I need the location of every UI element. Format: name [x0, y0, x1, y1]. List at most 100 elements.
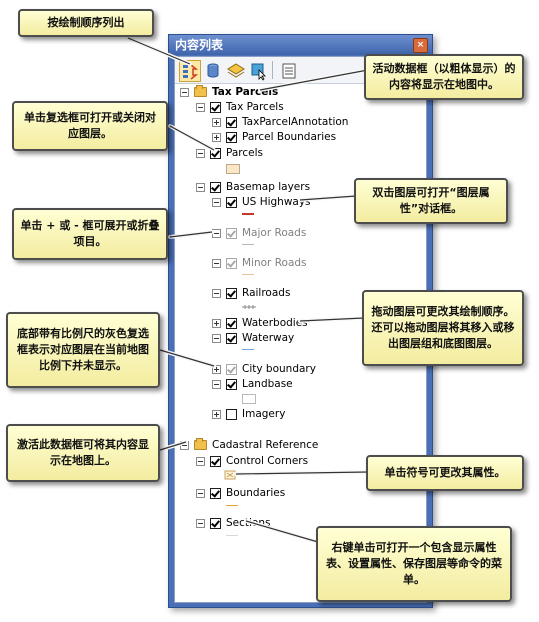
layer-checkbox[interactable] [226, 131, 237, 143]
tree-row-label: Tax Parcels [212, 86, 279, 98]
callout-expand-collapse: 单击 + 或 - 框可展开或折叠项目。 [12, 208, 168, 260]
list-by-visibility-icon[interactable] [225, 60, 247, 82]
tree-row-label: Sections [226, 517, 271, 529]
callout-activate-frame: 激活此数据框可将其内容显示在地图上。 [6, 424, 160, 482]
layer-checkbox[interactable] [210, 181, 221, 193]
layer-checkbox[interactable] [210, 487, 221, 499]
layer-checkbox[interactable] [226, 378, 237, 390]
layer-checkbox[interactable] [226, 317, 237, 329]
tree-row-sections[interactable]: Sections [196, 516, 270, 530]
tree-row-city-boundary[interactable]: City boundary [212, 362, 316, 376]
layer-checkbox[interactable] [210, 101, 221, 113]
layer-checkbox[interactable] [226, 287, 237, 299]
layer-checkbox[interactable] [210, 147, 221, 159]
us-highways-symbol-icon[interactable] [242, 213, 254, 215]
tree-row-waterway[interactable]: Waterway [212, 331, 294, 345]
callout-right-click: 右键单击可打开一个包含显示属性表、设置属性、保存图层等命令的菜单。 [316, 526, 512, 602]
collapse-icon[interactable] [180, 440, 189, 450]
tree-row-label: Minor Roads [242, 257, 307, 269]
tree-row-waterbodies[interactable]: Waterbodies [212, 316, 308, 330]
toc-titlebar[interactable]: 内容列表 × [169, 35, 432, 55]
control-corners-symbol-icon[interactable] [224, 470, 236, 483]
tree-row-control-corners[interactable]: Control Corners [196, 454, 308, 468]
expand-icon[interactable] [212, 364, 221, 374]
tree-row-boundaries[interactable]: Boundaries [196, 486, 285, 500]
layer-checkbox[interactable] [226, 408, 237, 420]
sections-symbol-icon[interactable] [226, 535, 238, 536]
major-roads-symbol-icon[interactable] [242, 244, 254, 245]
expand-icon[interactable] [212, 409, 221, 419]
expand-icon[interactable] [212, 132, 221, 142]
tree-row-imagery[interactable]: Imagery [212, 407, 285, 421]
collapse-icon[interactable] [212, 197, 221, 207]
toolbar-separator [272, 61, 273, 79]
collapse-icon[interactable] [196, 488, 205, 498]
collapse-icon[interactable] [196, 102, 205, 112]
callout-checkbox: 单击复选框可打开或关闭对应图层。 [12, 101, 168, 151]
tree-row-label: Tax Parcels [226, 101, 284, 113]
tree-row-frame-cadastral-reference[interactable]: Cadastral Reference [180, 438, 318, 452]
callout-active-frame: 活动数据框（以粗体显示）的内容将显示在地图中。 [364, 54, 524, 100]
collapse-icon[interactable] [212, 228, 221, 238]
list-by-source-icon[interactable] [202, 60, 224, 82]
tree-row-label: Basemap layers [226, 181, 311, 193]
tree-row-taxparcelannotation[interactable]: TaxParcelAnnotation [212, 115, 348, 129]
layer-checkbox-out-of-scale[interactable] [226, 363, 237, 375]
options-icon[interactable] [278, 60, 300, 82]
layer-checkbox[interactable] [226, 332, 237, 344]
tree-row-landbase[interactable]: Landbase [212, 377, 293, 391]
tree-row-parcel-boundaries[interactable]: Parcel Boundaries [212, 130, 336, 144]
tree-row-label: Control Corners [226, 455, 309, 467]
tree-row-label: City boundary [242, 363, 316, 375]
layer-checkbox[interactable] [226, 196, 237, 208]
list-by-selection-icon[interactable] [248, 60, 270, 82]
list-by-drawing-order-icon[interactable] [179, 60, 201, 82]
close-icon[interactable]: × [413, 38, 428, 53]
tree-row-label: US Highways [242, 196, 311, 208]
tree-row-label: Railroads [242, 287, 291, 299]
toc-title: 内容列表 [175, 38, 224, 52]
tree-row-major-roads[interactable]: Major Roads [212, 226, 306, 240]
layer-checkbox-out-of-scale[interactable] [226, 257, 237, 269]
tree-row-basemap-layers[interactable]: Basemap layers [196, 180, 310, 194]
collapse-icon[interactable] [196, 456, 205, 466]
expand-icon[interactable] [212, 117, 221, 127]
minor-roads-symbol-icon[interactable] [242, 274, 254, 275]
collapse-icon[interactable] [212, 379, 221, 389]
collapse-icon[interactable] [212, 258, 221, 268]
callout-layer-properties: 双击图层可打开“图层属性”对话框。 [354, 178, 508, 224]
collapse-icon[interactable] [212, 288, 221, 298]
tree-row-railroads[interactable]: Railroads [212, 286, 290, 300]
callout-gray-checkbox: 底部带有比例尺的灰色复选框表示对应图层在当前地图比例下并未显示。 [6, 312, 160, 388]
tree-row-label: Parcel Boundaries [242, 131, 337, 143]
tree-row-us-highways[interactable]: US Highways [212, 195, 311, 209]
tree-row-label: Parcels [226, 147, 264, 159]
boundaries-symbol-icon[interactable] [226, 505, 238, 506]
layer-checkbox[interactable] [226, 116, 237, 128]
expand-icon[interactable] [212, 318, 221, 328]
callout-drawing-order: 按绘制顺序列出 [18, 9, 154, 37]
tree-row-minor-roads[interactable]: Minor Roads [212, 256, 307, 270]
layer-checkbox[interactable] [210, 455, 221, 467]
tree-row-frame-tax-parcels[interactable]: Tax Parcels [180, 85, 278, 99]
waterway-symbol-icon[interactable] [242, 349, 254, 350]
tree-row-label: Waterbodies [242, 317, 308, 329]
collapse-icon[interactable] [196, 182, 205, 192]
collapse-icon[interactable] [180, 87, 189, 97]
tree-row-group-tax-parcels[interactable]: Tax Parcels [196, 100, 284, 114]
tree-row-label: Cadastral Reference [212, 439, 319, 451]
tree-row-label: TaxParcelAnnotation [242, 116, 349, 128]
collapse-icon[interactable] [196, 148, 205, 158]
parcels-symbol-icon[interactable] [226, 164, 240, 174]
tree-row-label: Imagery [242, 408, 286, 420]
collapse-icon[interactable] [196, 518, 205, 528]
collapse-icon[interactable] [212, 333, 221, 343]
tree-row-parcels[interactable]: Parcels [196, 146, 263, 160]
railroads-symbol-icon[interactable] [242, 301, 256, 314]
layer-checkbox-out-of-scale[interactable] [226, 227, 237, 239]
layer-checkbox[interactable] [210, 517, 221, 529]
tree-row-label: Landbase [242, 378, 293, 390]
landbase-symbol-icon[interactable] [242, 394, 256, 404]
tree-row-label: Boundaries [226, 487, 286, 499]
callout-symbol: 单击符号可更改其属性。 [366, 455, 524, 491]
